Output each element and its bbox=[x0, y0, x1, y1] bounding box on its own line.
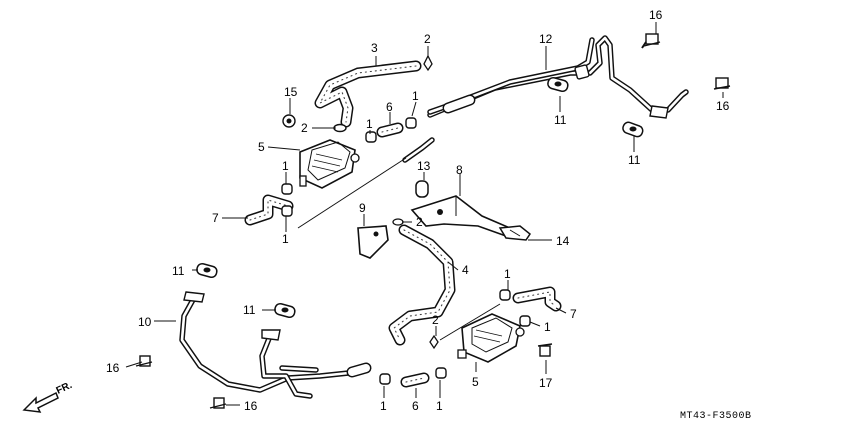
grommet-11-upper-a bbox=[547, 76, 569, 93]
clamp-1-valve-upper bbox=[281, 183, 293, 195]
callout-10: 10 bbox=[138, 315, 152, 329]
bracket-8 bbox=[410, 195, 512, 237]
grommet-11-upper-b bbox=[622, 121, 644, 138]
callout-16-d: 16 bbox=[244, 399, 258, 413]
front-direction-arrow-icon: FR. bbox=[22, 380, 74, 413]
callout-1-e: 1 bbox=[504, 267, 511, 281]
clamp-1-top-b bbox=[405, 117, 417, 129]
callout-6-a: 6 bbox=[386, 100, 393, 114]
bolt-16-top bbox=[641, 33, 661, 49]
clamp-1-lower-a bbox=[379, 373, 391, 385]
callout-5-a: 5 bbox=[258, 140, 265, 154]
clip-2-middle bbox=[392, 218, 404, 226]
callout-17: 17 bbox=[539, 376, 553, 390]
callout-8: 8 bbox=[456, 163, 463, 177]
leader-lines bbox=[125, 22, 724, 406]
callout-1-b: 1 bbox=[366, 117, 373, 131]
hose-7-upper bbox=[244, 194, 294, 226]
bracket-9 bbox=[357, 225, 389, 259]
grommet-11-lower-a bbox=[196, 262, 218, 279]
callout-16-a: 16 bbox=[649, 8, 663, 22]
clip-2-lower bbox=[429, 334, 439, 350]
callout-9: 9 bbox=[359, 201, 366, 215]
bolt-17 bbox=[537, 343, 553, 357]
bolt-16-bottom bbox=[209, 397, 227, 409]
callout-1-d: 1 bbox=[282, 232, 289, 246]
front-direction-label: FR. bbox=[55, 380, 74, 397]
callout-1-f: 1 bbox=[544, 320, 551, 334]
hose-6-lower bbox=[400, 372, 430, 388]
callout-11-b: 11 bbox=[628, 153, 641, 167]
callout-5-b: 5 bbox=[472, 375, 479, 389]
pipe-assembly-12 bbox=[402, 35, 689, 163]
callout-3: 3 bbox=[371, 41, 378, 55]
callout-11-d: 11 bbox=[243, 303, 256, 317]
callout-1-c: 1 bbox=[282, 159, 289, 173]
callout-7-b: 7 bbox=[570, 307, 577, 321]
callout-12: 12 bbox=[539, 32, 553, 46]
callout-16-b: 16 bbox=[716, 99, 730, 113]
clamp-1-lower-right-a bbox=[499, 289, 511, 301]
bolt-16-lower-left bbox=[135, 355, 153, 367]
callout-14: 14 bbox=[556, 234, 570, 248]
callout-2-d: 2 bbox=[432, 313, 439, 327]
hose-4 bbox=[388, 224, 456, 346]
clamp-1-hose7-upper bbox=[281, 205, 293, 217]
hose-7-lower bbox=[512, 286, 562, 312]
callout-1-g: 1 bbox=[380, 399, 387, 413]
callout-2-c: 2 bbox=[416, 215, 423, 229]
callout-1-h: 1 bbox=[436, 399, 443, 413]
bolt-16-right bbox=[713, 77, 731, 90]
nut-15 bbox=[282, 114, 296, 128]
grommet-11-lower-b bbox=[274, 302, 296, 319]
callout-6-b: 6 bbox=[412, 399, 419, 413]
callout-11-a: 11 bbox=[554, 113, 567, 127]
clip-2-top bbox=[423, 54, 433, 72]
callout-13: 13 bbox=[417, 159, 431, 173]
callout-2-a: 2 bbox=[424, 32, 431, 46]
valve-5-lower bbox=[457, 313, 525, 363]
clamp-1-lower-right-b bbox=[519, 315, 531, 327]
callout-11-c: 11 bbox=[172, 264, 185, 278]
clamp-1-top-a bbox=[365, 131, 377, 143]
diagram-code: MT43-F3500B bbox=[680, 411, 752, 422]
callout-4: 4 bbox=[462, 263, 469, 277]
valve-5-upper bbox=[299, 139, 360, 189]
clamp-1-lower-b bbox=[435, 367, 447, 379]
callout-15: 15 bbox=[284, 85, 298, 99]
clip-14 bbox=[498, 225, 532, 241]
callout-1-a: 1 bbox=[412, 89, 419, 103]
callout-labels: 3 2 12 16 16 15 2 6 1 1 5 1 7 1 11 11 13… bbox=[106, 8, 730, 413]
callout-7-a: 7 bbox=[212, 211, 219, 225]
callout-2-b: 2 bbox=[301, 121, 308, 135]
collar-13 bbox=[415, 180, 429, 198]
hose-6-top bbox=[376, 122, 404, 138]
pipe-assembly-10 bbox=[179, 291, 372, 399]
hose-3 bbox=[314, 60, 422, 128]
callout-16-c: 16 bbox=[106, 361, 120, 375]
